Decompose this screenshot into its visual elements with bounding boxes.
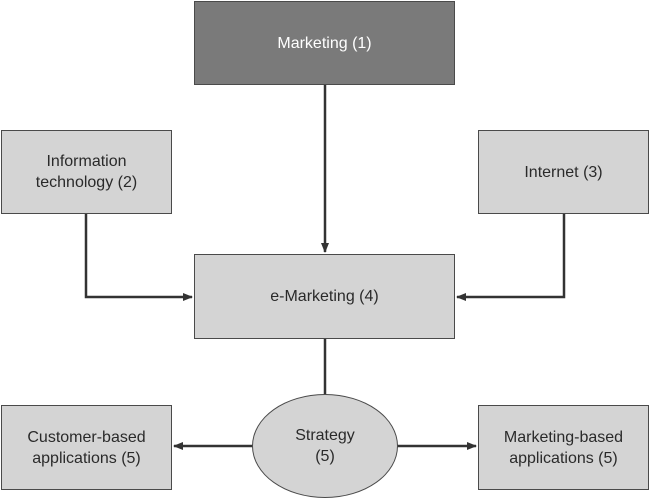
marketing-based-applications-node: Marketing-based applications (5) — [478, 405, 649, 490]
connector-internet-to-emarketing — [456, 214, 566, 301]
internet-node: Internet (3) — [478, 130, 649, 214]
emarketing-node: e-Marketing (4) — [194, 254, 455, 339]
marketing-node: Marketing (1) — [194, 1, 455, 85]
emarketing-node-label: e-Marketing (4) — [270, 288, 379, 305]
customer-based-applications-label: Customer-based applications (5) — [27, 428, 146, 467]
strategy-node: Strategy (5) — [252, 394, 398, 498]
information-technology-node-label: Information technology (2) — [35, 153, 138, 191]
connector-it-to-emarketing — [84, 214, 193, 301]
internet-node-label: Internet (3) — [524, 163, 603, 181]
strategy-node-label: Strategy (5) — [295, 427, 355, 465]
customer-based-applications-node: Customer-based applications (5) — [1, 405, 172, 490]
marketing-node-label: Marketing (1) — [277, 34, 372, 52]
information-technology-node: Information technology (2) — [1, 130, 172, 214]
marketing-based-applications-label: Marketing-based applications (5) — [503, 428, 624, 467]
